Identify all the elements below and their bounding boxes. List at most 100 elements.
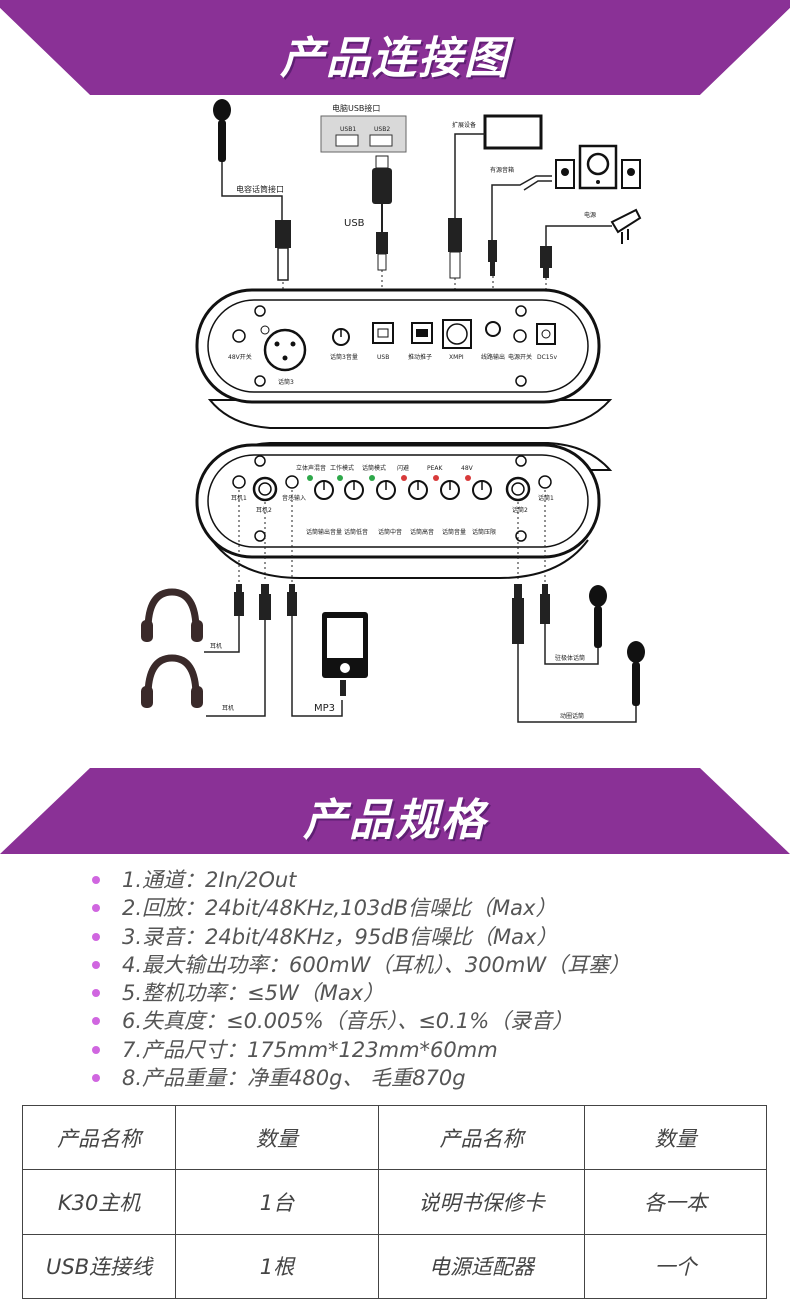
mp3-player-icon — [322, 612, 368, 696]
rear-line-out-label: 线路输出 — [481, 353, 505, 361]
front-48v-label: 48V — [461, 465, 474, 472]
spec-item: 3.录音：24bit/48KHz，95dB信噪比（Max） — [92, 923, 630, 951]
bullet-icon — [92, 960, 100, 969]
front-knob1-label: 话筒输出音量 — [306, 528, 342, 536]
front-knob3-label: 话筒中音 — [378, 528, 402, 536]
spec-item: 4.最大输出功率：600mW（耳机）、300mW（耳塞） — [92, 951, 630, 979]
mp3-label: MP3 — [314, 703, 335, 714]
front-earphone2-label: 耳机2 — [256, 506, 272, 514]
power-label: 电源 — [584, 211, 596, 219]
spec-text: 1.通道：2In/2Out — [122, 868, 297, 892]
table-cell: 说明书保修卡 — [377, 1169, 586, 1235]
table-cell: 一个 — [584, 1233, 767, 1300]
spec-text: 7.产品尺寸：175mm*123mm*60mm — [122, 1037, 498, 1062]
speaker-icon — [555, 144, 641, 190]
power-plug-icon — [610, 208, 642, 244]
front-mic-mode-label: 话筒模式 — [362, 464, 386, 472]
front-knobs — [314, 480, 492, 500]
audio-plug-icon — [488, 240, 497, 276]
expansion-device-icon — [483, 114, 543, 150]
table-cell: 1台 — [175, 1169, 379, 1235]
front-peak-label: PEAK — [427, 465, 444, 472]
usb1-label: USB1 — [340, 126, 356, 133]
dynamic-mic-label: 动圈话筒 — [560, 712, 584, 720]
rear-mic3-label: 话筒3 — [278, 378, 294, 386]
spec-text: 4.最大输出功率：600mW（耳机）、300mW（耳塞） — [122, 952, 631, 977]
spec-item: 6.失真度：≤0.005%（音乐）、≤0.1%（录音） — [92, 1007, 630, 1035]
front-music-in-label: 音乐输入 — [282, 494, 306, 502]
electret-mic-icon — [589, 585, 607, 648]
dynamic-mic-icon — [627, 641, 645, 706]
front-leds — [307, 475, 471, 481]
banner-specs-shape — [0, 768, 790, 854]
front-knob5-label: 话筒音量 — [442, 528, 466, 536]
spec-item: 5.整机功率：≤5W（Max） — [92, 979, 630, 1007]
rear-48v-switch-label: 48V开关 — [228, 353, 252, 361]
spec-text: 8.产品重量：净重480g、 毛重870g — [122, 1066, 466, 1091]
table-cell: 1根 — [175, 1233, 379, 1300]
bullet-icon — [92, 932, 100, 941]
spec-text: 2.回放：24bit/48KHz,103dB信噪比（Max） — [122, 896, 557, 921]
table-cell: USB连接线 — [21, 1233, 177, 1300]
bullet-icon — [92, 989, 100, 998]
front-earphone1-label: 耳机1 — [231, 494, 247, 502]
rear-reverb-push-label: 推动推子 — [408, 353, 432, 361]
usb2-label: USB2 — [374, 126, 390, 133]
spec-item: 2.回放：24bit/48KHz,103dB信噪比（Max） — [92, 894, 630, 922]
front-flash-label: 闪避 — [397, 464, 409, 472]
front-stereo-source-label: 立体声混音 — [296, 464, 326, 472]
bullet-icon — [92, 904, 100, 913]
active-speaker-label: 有源音箱 — [490, 166, 514, 174]
xlr-plug-icon — [275, 220, 291, 281]
usb-port-box-label: 电脑USB接口 — [332, 103, 380, 113]
table-cell: K30主机 — [21, 1169, 177, 1235]
connection-diagram: 电容话筒接口 电脑USB接口 USB1 USB2 USB 扩展设备 — [141, 99, 645, 723]
front-knob2-label: 话筒低音 — [344, 528, 368, 536]
rear-usb-label: USB — [377, 354, 389, 361]
jack-plugs — [234, 584, 550, 644]
headphone-a-label: 耳机 — [210, 642, 222, 650]
table-header-cell: 数量 — [584, 1104, 767, 1171]
electret-mic-label: 驻极体话筒 — [555, 654, 585, 662]
front-knob6-label: 话筒压限 — [472, 528, 496, 536]
front-panel — [195, 442, 613, 579]
usb-label: USB — [344, 218, 365, 229]
spec-item: 8.产品重量：净重480g、 毛重870g — [92, 1064, 630, 1092]
spec-list: 1.通道：2In/2Out 2.回放：24bit/48KHz,103dB信噪比（M… — [92, 866, 630, 1092]
condenser-mic-icon — [213, 99, 231, 162]
headphone-b-label: 耳机 — [222, 704, 234, 712]
rear-power-switch-label: 电源开关 — [508, 353, 532, 361]
table-header-cell: 产品名称 — [377, 1104, 586, 1171]
usb-cable-icon — [372, 155, 392, 271]
banner-connection: 产品连接图 — [0, 0, 790, 98]
banner-connection-shape — [0, 0, 790, 95]
bullet-icon — [92, 1017, 100, 1026]
table-cell: 各一本 — [584, 1169, 767, 1235]
table-cell: 电源适配器 — [377, 1233, 586, 1300]
spec-text: 5.整机功率：≤5W（Max） — [122, 981, 385, 1006]
bullet-icon — [92, 1074, 100, 1083]
front-mic1-label: 话筒1 — [538, 494, 554, 502]
rear-panel — [195, 288, 613, 429]
banner-connection-title: 产品连接图 — [280, 33, 510, 84]
table-header-row: 产品名称数量产品名称数量 — [21, 1104, 767, 1171]
headphone-icon — [141, 654, 203, 708]
front-mic2-label: 话筒2 — [512, 506, 528, 514]
rear-mic3-volume-label: 话筒3音量 — [330, 353, 358, 361]
spec-text: 3.录音：24bit/48KHz，95dB信噪比（Max） — [122, 924, 558, 949]
rear-dc15v-label: DC15v — [537, 354, 557, 361]
bullet-icon — [92, 1045, 100, 1054]
computer-usb-box — [320, 115, 407, 153]
headphone-icon — [141, 588, 203, 642]
rear-xmpi-label: XMPI — [449, 354, 464, 361]
spec-item: 7.产品尺寸：175mm*123mm*60mm — [92, 1036, 630, 1064]
bullet-icon — [92, 876, 100, 884]
spec-text: 6.失真度：≤0.005%（音乐）、≤0.1%（录音） — [122, 1009, 574, 1034]
spec-item: 1.通道：2In/2Out — [92, 866, 630, 894]
banner-specs: 产品规格 — [0, 768, 790, 858]
condenser-mic-port-label: 电容话筒接口 — [236, 184, 284, 194]
expansion-device-label: 扩展设备 — [452, 121, 476, 129]
